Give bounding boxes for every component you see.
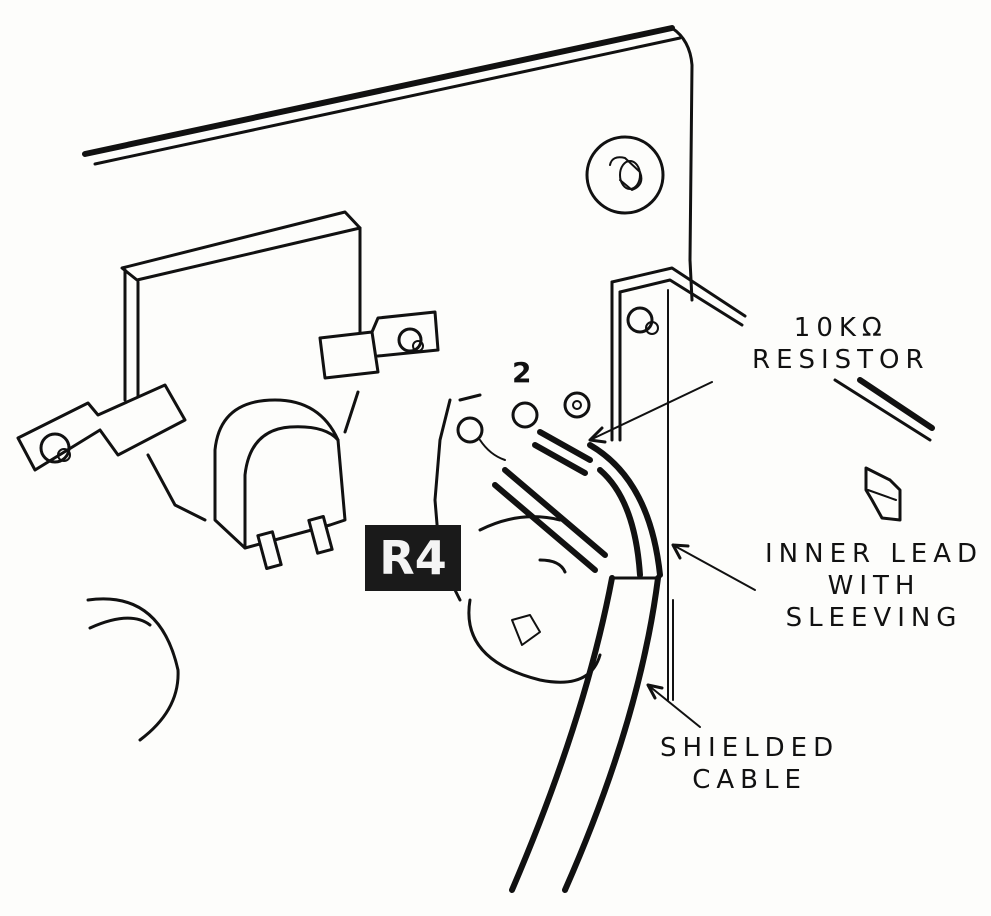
capacitor [213,398,347,570]
left-solder-lug [16,383,187,472]
shielded-cable-line2: CABLE [692,765,807,795]
callout-arrows [588,381,756,728]
shielded-cable-line1: SHIELDED [660,733,840,763]
inner-lead-callout: INNER LEAD WITH SLEEVING [765,538,983,634]
resistor-leads [492,429,663,578]
resistor-type-label: RESISTOR [752,345,930,375]
mounting-hole [585,135,665,215]
right-bracket [610,266,935,701]
upper-solder-lug [318,310,440,434]
resistor-value-label: 10KΩ [793,313,888,343]
shielded-cable [509,575,661,893]
small-clip [864,466,902,522]
knob-outline [86,597,180,742]
terminal-number: 2 [512,356,532,389]
bracket-plate [120,210,362,522]
inner-lead-line3: SLEEVING [785,603,963,633]
chassis-panel [82,25,694,302]
inner-lead-line2: WITH [827,571,921,601]
component-badge-r4: R4 [365,525,461,591]
inner-lead-line1: INNER LEAD [765,539,984,569]
shielded-cable-callout: SHIELDED CABLE [660,732,839,796]
resistor-callout: 10KΩ RESISTOR [752,312,930,376]
